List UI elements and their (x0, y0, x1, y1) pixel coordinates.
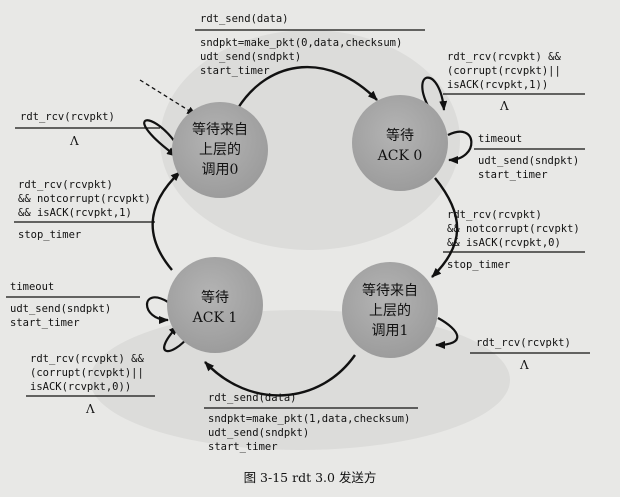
state-label: 上层的 (199, 142, 241, 158)
transition-event: (corrupt(rcvpkt)|| (447, 65, 561, 77)
transition-action: Λ (85, 402, 95, 416)
transition-event: rdt_rcv(rcvpkt) && (447, 51, 561, 63)
transition-event: && notcorrupt(rcvpkt) (18, 193, 151, 205)
transition-action: start_timer (10, 317, 80, 329)
state-label: 调用0 (202, 162, 239, 178)
transition-action: udt_send(sndpkt) (208, 427, 309, 439)
transition-action: stop_timer (447, 259, 510, 271)
state-label: 等待 (201, 289, 229, 306)
transition-event: timeout (10, 281, 54, 293)
self-loop-ack1-timeout (145, 296, 169, 324)
transition-event: rdt_rcv(rcvpkt) (18, 179, 113, 191)
self-loop-s0 (143, 119, 177, 157)
state-label: 调用1 (372, 323, 409, 339)
self-loop-ack0-corrupt (421, 76, 448, 111)
transition-event: rdt_send(data) (208, 392, 297, 404)
transition-event: rdt_rcv(rcvpkt) (20, 111, 115, 123)
figure-caption: 图 3-15 rdt 3.0 发送方 (244, 470, 377, 485)
transition-action: sndpkt=make_pkt(1,data,checksum) (208, 413, 410, 425)
arc-s1-to-s2 (431, 177, 459, 278)
arc-s2-to-s3 (204, 354, 356, 397)
state-label: ACK 0 (377, 148, 423, 164)
transition-event: && isACK(rcvpkt,0) (447, 237, 561, 249)
transition-action: udt_send(sndpkt) (478, 155, 579, 167)
arc-s0-to-s1 (236, 66, 378, 109)
state-wait-ack-1 (167, 257, 263, 353)
transition-action: sndpkt=make_pkt(0,data,checksum) (200, 37, 402, 49)
state-wait-call-0 (172, 102, 268, 198)
state-wait-ack-0 (352, 95, 448, 191)
state-label: 上层的 (369, 303, 411, 319)
state-label: 等待来自 (362, 282, 418, 299)
transition-event: rdt_rcv(rcvpkt) && (30, 353, 144, 365)
transition-event: isACK(rcvpkt,1)) (447, 79, 548, 91)
transition-event: rdt_send(data) (200, 13, 289, 25)
state-label: 等待 (386, 127, 414, 144)
state-label: 等待来自 (192, 121, 248, 138)
transition-action: Λ (519, 358, 529, 372)
self-loop-s2 (435, 317, 459, 349)
transition-action: Λ (69, 134, 79, 148)
state-wait-call-1 (342, 262, 438, 358)
transition-event: && notcorrupt(rcvpkt) (447, 223, 580, 235)
transition-action: start_timer (478, 169, 548, 181)
self-loop-ack0-timeout (447, 130, 473, 164)
state-label: ACK 1 (192, 310, 238, 326)
transition-event: && isACK(rcvpkt,1) (18, 207, 132, 219)
transition-event: (corrupt(rcvpkt)|| (30, 367, 144, 379)
transition-action: Λ (499, 99, 509, 113)
transition-action: start_timer (208, 441, 278, 453)
transition-action: start_timer (200, 65, 270, 77)
transition-action: stop_timer (18, 229, 81, 241)
transition-event: timeout (478, 133, 522, 145)
transition-event: isACK(rcvpkt,0)) (30, 381, 131, 393)
transition-event: rdt_rcv(rcvpkt) (476, 337, 571, 349)
transition-action: udt_send(sndpkt) (200, 51, 301, 63)
transition-action: udt_send(sndpkt) (10, 303, 111, 315)
transition-event: rdt_rcv(rcvpkt) (447, 209, 542, 221)
